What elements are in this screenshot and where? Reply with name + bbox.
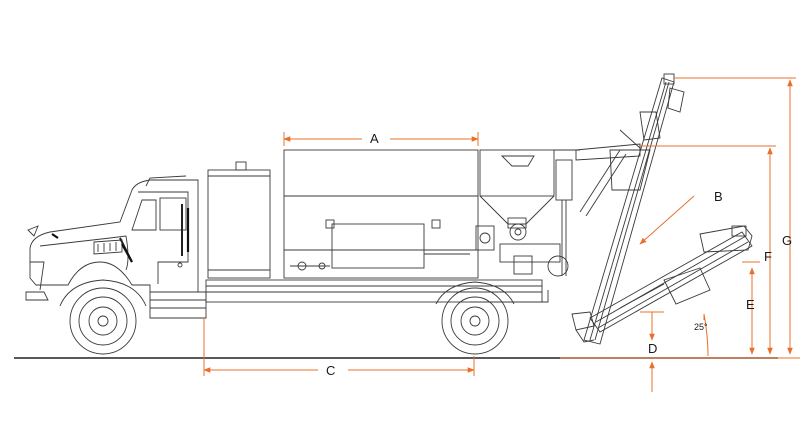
truck-cab (25, 175, 207, 319)
cement-hopper (475, 149, 580, 277)
truck-frame (205, 279, 549, 303)
dim-b-label: B (714, 189, 723, 204)
mixer-boom-lowered (589, 225, 753, 333)
dim-c-label: C (326, 363, 336, 378)
main-bin (283, 149, 479, 279)
angle-arc (703, 313, 709, 357)
angle-label: 25° (694, 322, 708, 332)
dim-e-label: E (746, 297, 755, 312)
dim-g-label: G (782, 233, 793, 248)
dim-b-pointer (639, 195, 695, 245)
dim-a-label: A (370, 131, 379, 146)
rear-wheel (435, 281, 515, 355)
dim-f-label: F (764, 249, 772, 264)
front-wheel (59, 279, 147, 355)
mixer-boom (571, 73, 685, 345)
water-tank (207, 161, 271, 279)
cab-accents (51, 208, 190, 263)
dim-d-label: D (648, 341, 658, 356)
